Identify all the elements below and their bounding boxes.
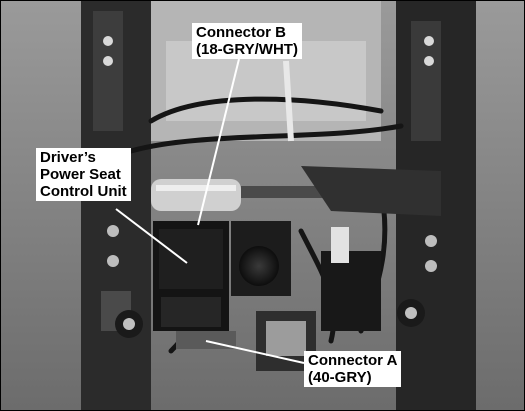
callout-connector-b-line2: (18-GRY/WHT)	[196, 41, 298, 58]
callout-control-unit: Driver’s Power Seat Control Unit	[36, 148, 131, 201]
callout-control-unit-line1: Driver’s	[40, 149, 96, 166]
callout-connector-a-line2: (40-GRY)	[308, 369, 372, 386]
callout-connector-a-line1: Connector A	[308, 352, 398, 369]
callout-connector-b-line1: Connector B	[196, 24, 286, 41]
callout-control-unit-line3: Control Unit	[40, 183, 127, 200]
callout-connector-a: Connector A (40-GRY)	[304, 351, 402, 387]
seat-motor	[151, 179, 241, 211]
control-unit-housing	[153, 221, 229, 331]
seat-module	[321, 251, 381, 331]
callout-control-unit-line2: Power Seat	[40, 166, 121, 183]
callout-connector-b: Connector B (18-GRY/WHT)	[192, 23, 302, 59]
left-seat-rail	[81, 1, 151, 410]
fan	[239, 246, 279, 286]
